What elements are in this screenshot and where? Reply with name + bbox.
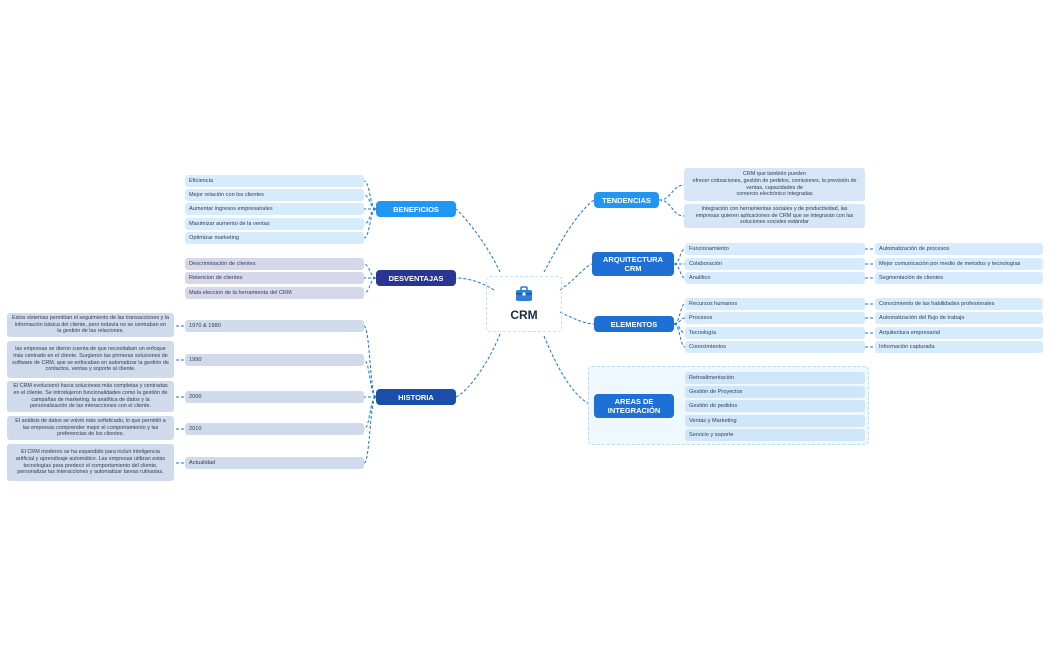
- historia-period[interactable]: 2010: [185, 423, 364, 435]
- areas-item[interactable]: Ventas y Marketing: [685, 415, 865, 427]
- briefcase-icon: [516, 286, 532, 301]
- beneficios-item[interactable]: Aumentar ingresos empresariales: [185, 203, 364, 215]
- areas-item[interactable]: Servicio y soporte: [685, 429, 865, 441]
- tendencias-item: Integración con herramientas sociales y …: [684, 204, 865, 228]
- connector-desventajas: [455, 277, 495, 291]
- topic-historia[interactable]: HISTORIA: [376, 389, 456, 405]
- topic-desventajas[interactable]: DESVENTAJAS: [376, 270, 456, 286]
- historia-period[interactable]: 2000: [185, 391, 364, 403]
- areas-item[interactable]: Retroalimentación: [685, 372, 865, 384]
- elementos-detail[interactable]: Conocimiento de las habilidades profesio…: [875, 298, 1043, 310]
- desventajas-item[interactable]: Mala eleccion de la herramienta del CRM: [185, 287, 364, 299]
- historia-description: las empresas se dieron cuenta de que nec…: [7, 341, 174, 378]
- elementos-detail[interactable]: Automatización del flujo de trabajo: [875, 312, 1043, 324]
- desventajas-item[interactable]: Retencion de clientes: [185, 272, 364, 284]
- desventajas-item[interactable]: Descriminación de clientes: [185, 258, 364, 270]
- arquitectura-item[interactable]: Funcionamiento: [685, 243, 865, 255]
- arquitectura-detail[interactable]: Mejor comunicación por medio de metodos …: [875, 258, 1043, 270]
- historia-description: El análisis de datos se volvió más sofis…: [7, 416, 174, 440]
- connector-arquitectura: [559, 263, 593, 291]
- elementos-detail[interactable]: Arquitectura empresarial: [875, 327, 1043, 339]
- tendencias-item: CRM que también pueden ofrecer cotizacio…: [684, 168, 865, 201]
- connector-beneficios: [455, 208, 501, 273]
- beneficios-item[interactable]: Mejor relación con los clientes: [185, 189, 364, 201]
- elementos-item[interactable]: Conocimientos: [685, 341, 865, 353]
- areas-item[interactable]: Gestión de pedidos: [685, 400, 865, 412]
- topic-tendencias[interactable]: TENDENCIAS: [594, 192, 659, 208]
- arquitectura-detail[interactable]: Automatización de procesos: [875, 243, 1043, 255]
- historia-period[interactable]: 1970 & 1980: [185, 320, 364, 332]
- arquitectura-item[interactable]: Analítico: [685, 272, 865, 284]
- elementos-item[interactable]: Recursos humanos: [685, 298, 865, 310]
- areas-item[interactable]: Gestión de Proyectos: [685, 386, 865, 398]
- beneficios-item[interactable]: Eficiencia: [185, 175, 364, 187]
- central-topic[interactable]: CRM: [486, 276, 562, 332]
- historia-period[interactable]: Actualidad: [185, 457, 364, 469]
- elementos-item[interactable]: Tecnología: [685, 327, 865, 339]
- connector-historia: [455, 333, 501, 398]
- elementos-item[interactable]: Procesos: [685, 312, 865, 324]
- topic-areas[interactable]: AREAS DE INTEGRACIÓN: [594, 394, 674, 418]
- beneficios-item[interactable]: Maximizar aumento de la ventas: [185, 218, 364, 230]
- beneficios-item[interactable]: Optimizar marketing: [185, 232, 364, 244]
- topic-arquitectura[interactable]: ARQUITECTURA CRM: [592, 252, 674, 276]
- topic-beneficios[interactable]: BENEFICIOS: [376, 201, 456, 217]
- arquitectura-detail[interactable]: Segmentación de clientes: [875, 272, 1043, 284]
- historia-description: El CRM evolucionó hacia soluciones más c…: [7, 381, 174, 412]
- arquitectura-item[interactable]: Colaboración: [685, 258, 865, 270]
- connector-areas: [543, 335, 595, 407]
- connector-tendencias: [543, 199, 595, 273]
- topic-elementos[interactable]: ELEMENTOS: [594, 316, 674, 332]
- connector-elementos: [559, 311, 595, 325]
- central-title: CRM: [510, 308, 538, 322]
- historia-description: El CRM moderno se ha expandido para incl…: [7, 444, 174, 481]
- historia-description: Estos sistemas permitían el seguimiento …: [7, 313, 174, 337]
- elementos-detail[interactable]: Información capturada: [875, 341, 1043, 353]
- historia-period[interactable]: 1990: [185, 354, 364, 366]
